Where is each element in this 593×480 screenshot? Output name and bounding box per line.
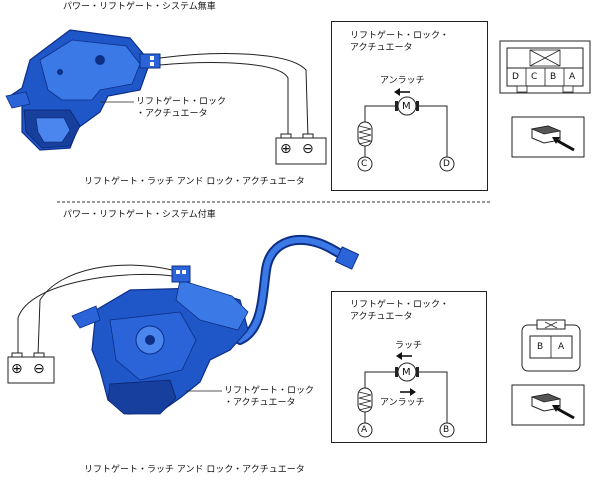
top-schematic-title-line2: アクチュエータ [350, 43, 413, 53]
top-battery-plus-icon: ⊕ [280, 141, 292, 157]
bottom-motor-icon: M [402, 367, 411, 378]
bottom-part-label-line1: リフトゲート・ロック [224, 386, 315, 396]
top-connector-pin-3: B [550, 72, 557, 82]
bottom-schematic-title-line1: リフトゲート・ロック・ [350, 300, 449, 310]
top-section-title: パワー・リフトゲート・システム無車 [63, 2, 216, 12]
bottom-battery-plus-icon: ⊕ [11, 361, 23, 377]
top-terminal-left: C [361, 159, 368, 169]
top-battery-minus-icon: ⊖ [302, 141, 314, 157]
top-schematic-title-line1: リフトゲート・ロック・ [350, 31, 449, 41]
top-part-label-line2: ・アクチュエータ [136, 109, 208, 119]
top-terminal-right: D [443, 159, 450, 169]
bottom-section-title: パワー・リフトゲート・システム付車 [63, 210, 216, 220]
bottom-battery-minus-icon: ⊖ [33, 361, 45, 377]
bottom-terminal-right: B [443, 425, 450, 435]
top-caption: リフトゲート・ラッチ アンド ロック・アクチュエータ [84, 177, 305, 187]
top-motor-direction-label: アンラッチ [380, 76, 425, 86]
bottom-caption: リフトゲート・ラッチ アンド ロック・アクチュエータ [84, 465, 305, 475]
top-connector-pin-4: A [569, 72, 576, 82]
bottom-connector-pin-1: B [537, 342, 544, 352]
bottom-schematic-title-line2: アクチュエータ [350, 312, 413, 322]
top-connector-pin-1: D [512, 72, 519, 82]
bottom-motor-label-unlatch: アンラッチ [380, 398, 425, 408]
bottom-terminal-left: A [361, 425, 368, 435]
top-connector-pin-2: C [531, 72, 538, 82]
bottom-connector-pin-2: A [558, 342, 565, 352]
top-part-label-line1: リフトゲート・ロック [136, 97, 227, 107]
bottom-motor-label-latch: ラッチ [395, 341, 423, 351]
bottom-part-label-line2: ・アクチュエータ [224, 398, 296, 408]
top-motor-icon: M [402, 101, 411, 112]
